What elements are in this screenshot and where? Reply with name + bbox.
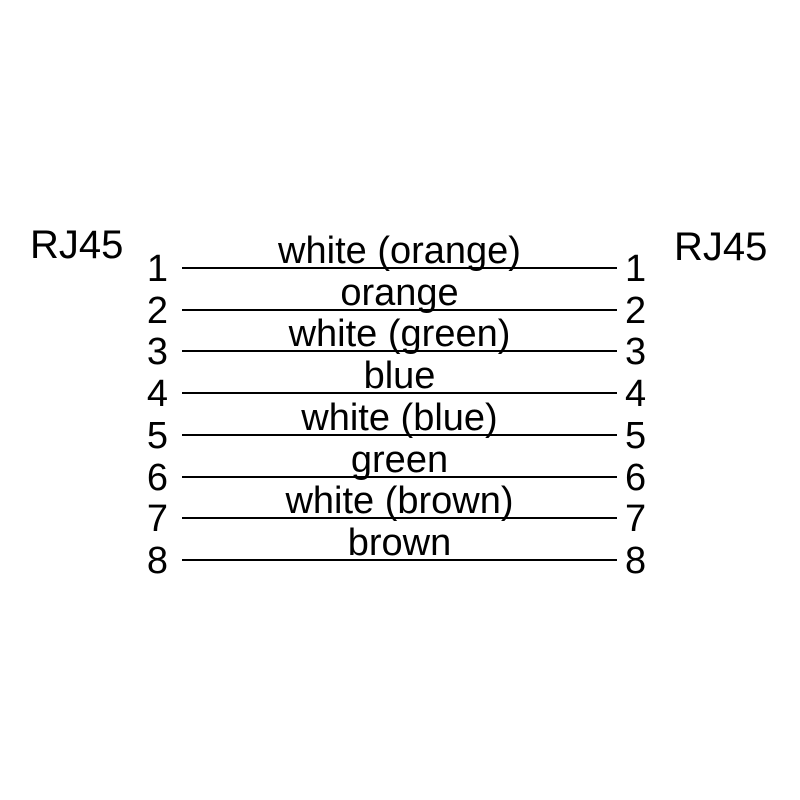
- wire-line: [182, 517, 617, 520]
- right-pin-number: 2: [625, 289, 647, 332]
- wire-color-label: white (green): [288, 313, 511, 356]
- wire-line: [182, 267, 617, 269]
- right-pin-number: 3: [625, 331, 647, 374]
- right-pin-number: 6: [625, 456, 647, 499]
- left-connector-label: RJ45: [30, 223, 124, 267]
- wire-line: [182, 433, 617, 436]
- wire-color-label: white (blue): [301, 396, 498, 439]
- wire-line: [182, 308, 617, 311]
- wire-color-label: orange: [340, 271, 459, 314]
- left-pin-number: 6: [146, 456, 168, 499]
- wire-color-label: green: [350, 438, 449, 481]
- left-pin-number: 4: [146, 373, 168, 416]
- right-connector-label: RJ45: [674, 225, 768, 269]
- right-pin-number: 7: [625, 498, 647, 541]
- right-pin-number: 5: [625, 414, 647, 457]
- left-pin-number: 1: [146, 248, 168, 290]
- left-pin-number: 7: [146, 498, 168, 541]
- wire-color-label: blue: [363, 355, 436, 398]
- right-pin-number: 4: [625, 373, 647, 416]
- wire-line: [182, 475, 617, 478]
- wire-line: [182, 392, 617, 395]
- wire-line: [182, 558, 617, 561]
- left-pin-number: 2: [146, 289, 168, 332]
- wire-color-label: brown: [347, 521, 452, 564]
- left-pin-number: 5: [146, 414, 168, 457]
- wire-line: [182, 350, 617, 353]
- wire-color-label: white (orange): [278, 230, 521, 272]
- left-pin-number: 3: [146, 331, 168, 374]
- wire-color-label: white (brown): [285, 480, 514, 523]
- right-pin-number: 8: [625, 539, 647, 582]
- right-pin-number: 1: [625, 248, 647, 290]
- left-pin-number: 8: [146, 539, 168, 582]
